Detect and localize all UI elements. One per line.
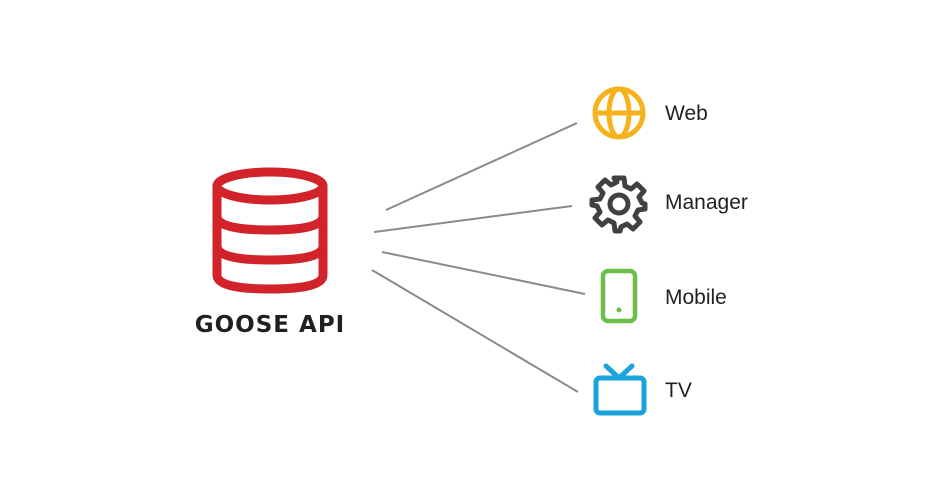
tv-icon	[593, 363, 647, 416]
connector-mobile	[381, 251, 586, 295]
client-label-manager: Manager	[665, 191, 748, 214]
connector-tv	[371, 269, 579, 393]
gear-icon	[589, 175, 648, 234]
client-label-web: Web	[665, 102, 708, 125]
connectors	[371, 122, 586, 393]
client-label-mobile: Mobile	[665, 286, 727, 309]
globe-icon	[592, 86, 646, 140]
hub-label: GOOSE API	[194, 312, 346, 338]
database-icon	[212, 167, 328, 294]
connector-web	[385, 122, 578, 211]
client-label-tv: TV	[665, 379, 692, 402]
connector-manager	[373, 205, 573, 233]
mobile-phone-icon	[600, 268, 638, 324]
